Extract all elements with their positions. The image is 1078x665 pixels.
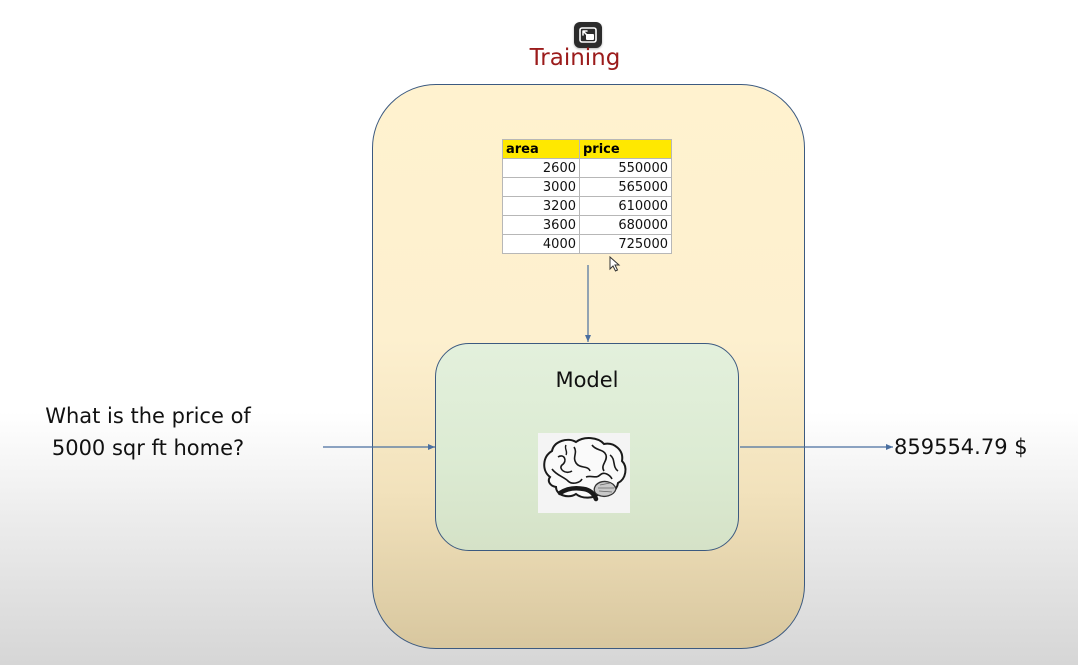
exit-picture-in-picture-icon[interactable] xyxy=(574,22,602,48)
area-cell: 2600 xyxy=(502,158,580,178)
price-cell: 680000 xyxy=(579,215,672,235)
price-cell: 565000 xyxy=(579,177,672,197)
area-cell: 3000 xyxy=(502,177,580,197)
table-header-row: area price xyxy=(502,139,672,159)
training-data-table: area price 2600 550000 3000 565000 3200 … xyxy=(502,139,672,254)
prediction-output: 859554.79 $ xyxy=(894,435,1028,459)
model-label: Model xyxy=(555,368,619,392)
area-cell: 3600 xyxy=(502,215,580,235)
column-header-price: price xyxy=(579,139,672,159)
area-cell: 3200 xyxy=(502,196,580,216)
question-text: What is the price of 5000 sqr ft home? xyxy=(45,404,251,460)
mouse-pointer-icon xyxy=(609,256,621,272)
table-row: 4000 725000 xyxy=(502,234,672,254)
price-cell: 550000 xyxy=(579,158,672,178)
training-title: Training xyxy=(529,45,621,71)
table-row: 2600 550000 xyxy=(502,158,672,178)
table-row: 3600 680000 xyxy=(502,215,672,235)
brain-icon xyxy=(538,433,630,513)
price-cell: 610000 xyxy=(579,196,672,216)
table-row: 3000 565000 xyxy=(502,177,672,197)
column-header-area: area xyxy=(502,139,580,159)
area-cell: 4000 xyxy=(502,234,580,254)
table-row: 3200 610000 xyxy=(502,196,672,216)
price-cell: 725000 xyxy=(579,234,672,254)
